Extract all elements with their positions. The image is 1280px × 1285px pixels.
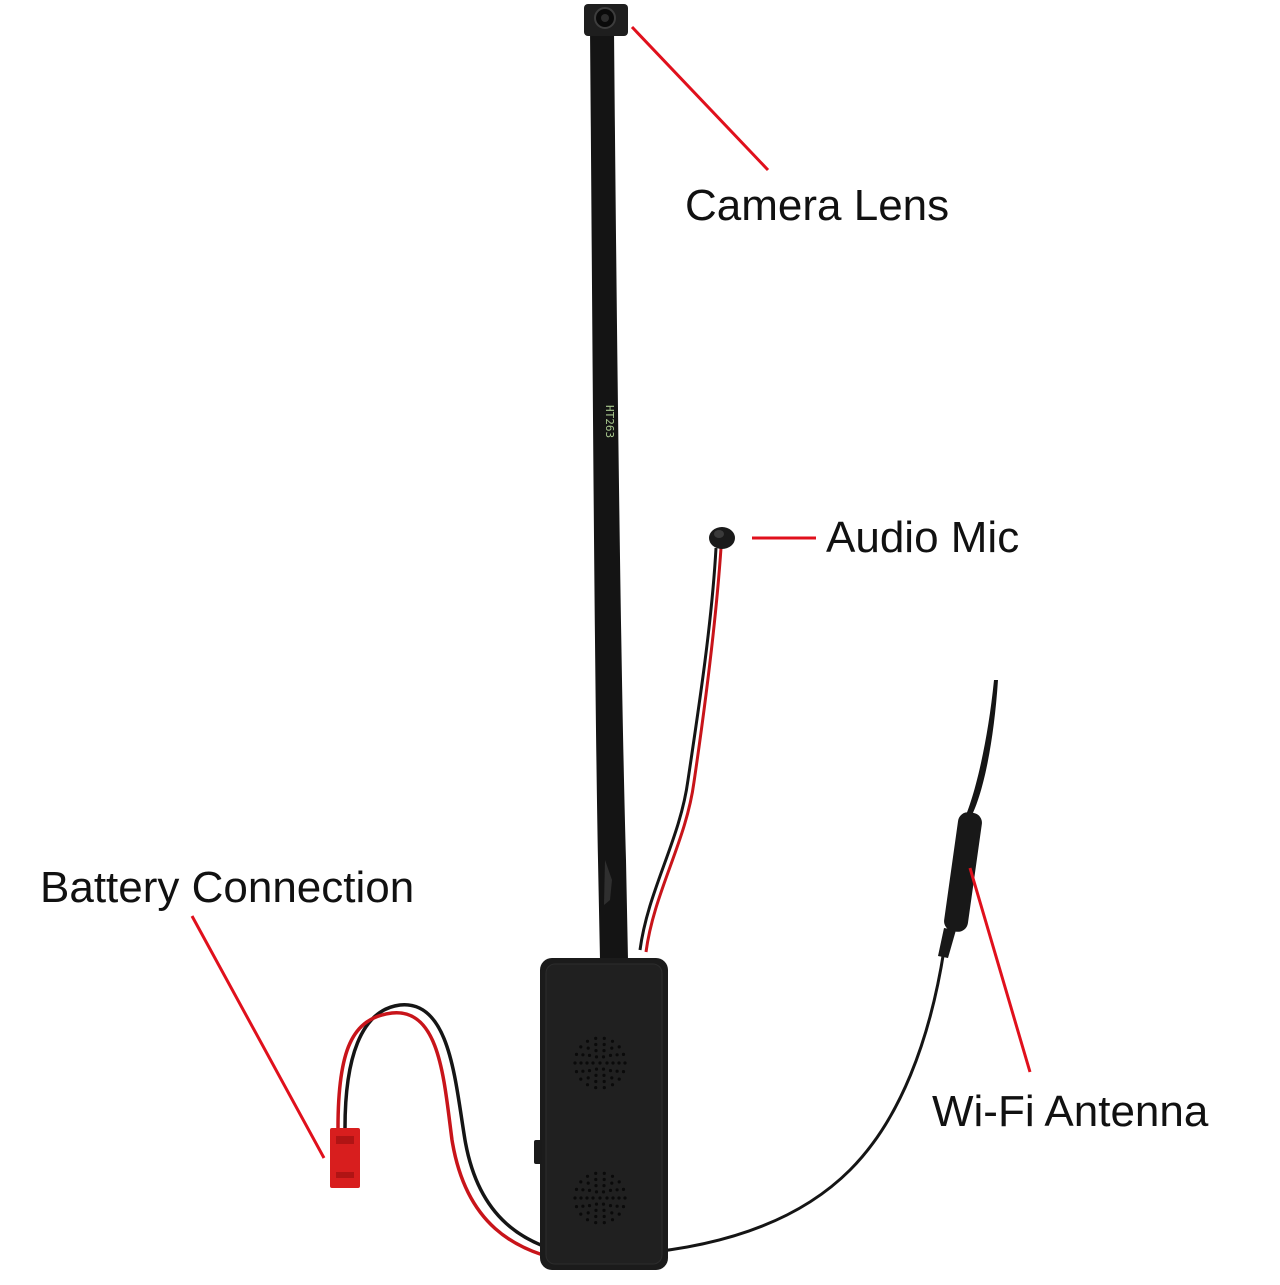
callout-lines [190,25,1032,1159]
ribbon-print: HT263 [603,405,616,438]
battery-connection-label: Battery Connection [40,863,415,912]
speaker-grille-top-icon [573,1036,627,1090]
battery-connector-icon [330,1003,591,1266]
wifi-antenna-icon [619,680,998,1257]
wifi-antenna-callout [968,867,1032,1073]
camera-lens-icon [584,4,628,36]
speaker-grille-bottom-icon [573,1171,627,1225]
camera-lens-callout [630,25,770,172]
audio-mic-icon [638,527,735,953]
ribbon-cable: HT263 [590,30,628,960]
audio-mic-label: Audio Mic [826,513,1020,562]
camera-lens-label: Camera Lens [685,181,950,230]
device-body [534,958,668,1270]
battery-connection-callout [190,915,326,1159]
wifi-antenna-label: Wi-Fi Antenna [932,1087,1209,1136]
